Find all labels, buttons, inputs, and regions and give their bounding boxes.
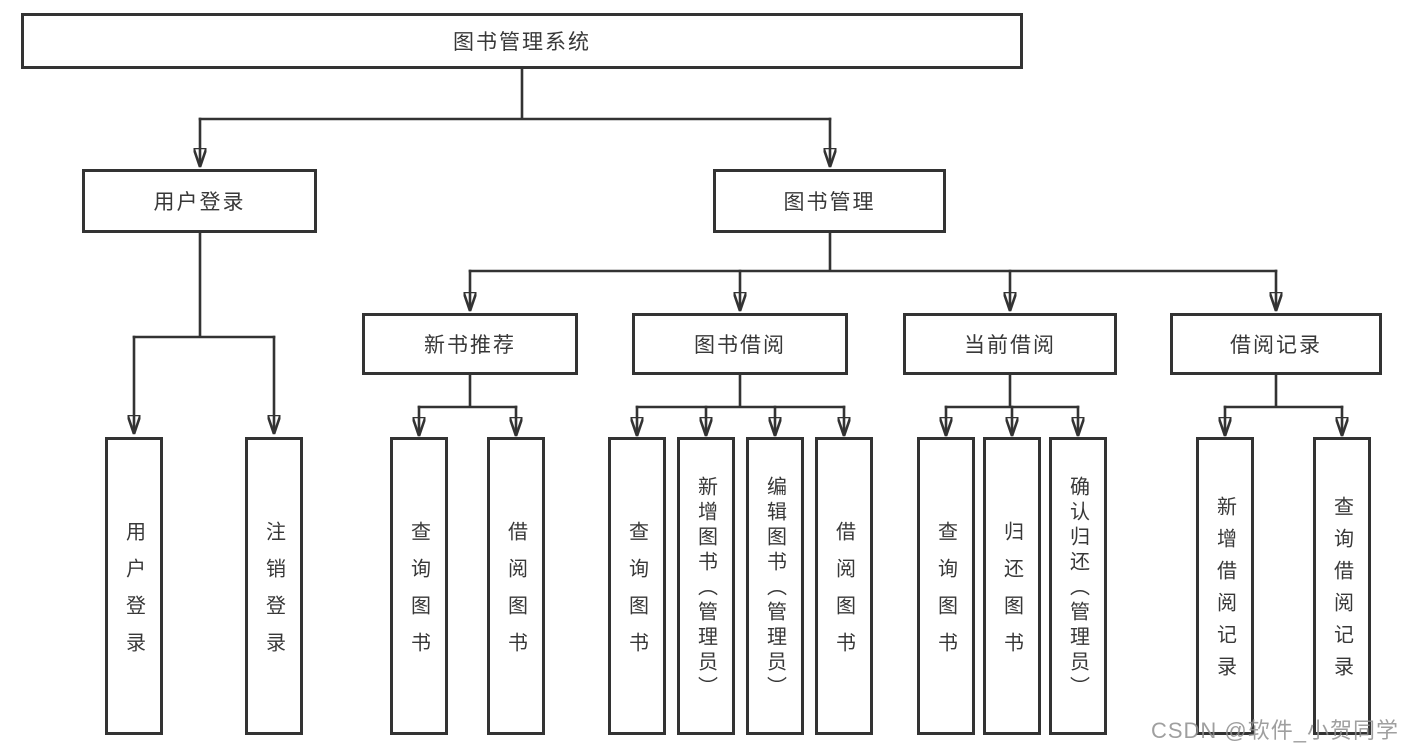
node-label: 借阅图书 bbox=[504, 520, 527, 669]
node-add-book-admin: 新增图书（管理员） bbox=[677, 437, 735, 735]
node-label: 归还图书 bbox=[1000, 520, 1023, 669]
node-borrow-books-leaf: 借阅图书 bbox=[815, 437, 873, 735]
node-label: 编辑图书（管理员） bbox=[763, 476, 786, 701]
csdn-watermark: CSDN @软件_小贺同学 bbox=[1150, 718, 1399, 743]
node-label: 查询图书 bbox=[407, 520, 430, 669]
node-borrow-books-recommend: 借阅图书 bbox=[487, 437, 545, 735]
node-root: 图书管理系统 bbox=[21, 13, 1023, 69]
node-label: 确认归还（管理员） bbox=[1066, 476, 1089, 701]
node-confirm-return-admin: 确认归还（管理员） bbox=[1049, 437, 1107, 735]
node-label: 查询图书 bbox=[625, 520, 648, 669]
branch-segments bbox=[132, 67, 1344, 409]
node-label: 查询图书 bbox=[934, 520, 957, 669]
node-label: 新增借阅记录 bbox=[1213, 496, 1236, 688]
node-edit-book-admin: 编辑图书（管理员） bbox=[746, 437, 804, 735]
node-user-login-leaf: 用户登录 bbox=[105, 437, 163, 735]
node-label: 借阅图书 bbox=[832, 520, 855, 669]
node-book-management: 图书管理 bbox=[713, 169, 946, 233]
node-current-borrow: 当前借阅 bbox=[903, 313, 1117, 375]
node-borrow-records: 借阅记录 bbox=[1170, 313, 1382, 375]
node-label: 新增图书（管理员） bbox=[694, 476, 717, 701]
node-label: 注销登录 bbox=[262, 520, 285, 669]
node-label: 用户登录 bbox=[122, 520, 145, 669]
node-logout-leaf: 注销登录 bbox=[245, 437, 303, 735]
node-add-borrow-record: 新增借阅记录 bbox=[1196, 437, 1254, 735]
node-book-borrow: 图书借阅 bbox=[632, 313, 848, 375]
node-query-books-current: 查询图书 bbox=[917, 437, 975, 735]
node-user-login: 用户登录 bbox=[82, 169, 317, 233]
node-new-book-recommend: 新书推荐 bbox=[362, 313, 578, 375]
node-query-books-borrow: 查询图书 bbox=[608, 437, 666, 735]
node-query-borrow-record: 查询借阅记录 bbox=[1313, 437, 1371, 735]
node-query-books-recommend: 查询图书 bbox=[390, 437, 448, 735]
node-label: 查询借阅记录 bbox=[1330, 496, 1353, 688]
node-return-books: 归还图书 bbox=[983, 437, 1041, 735]
